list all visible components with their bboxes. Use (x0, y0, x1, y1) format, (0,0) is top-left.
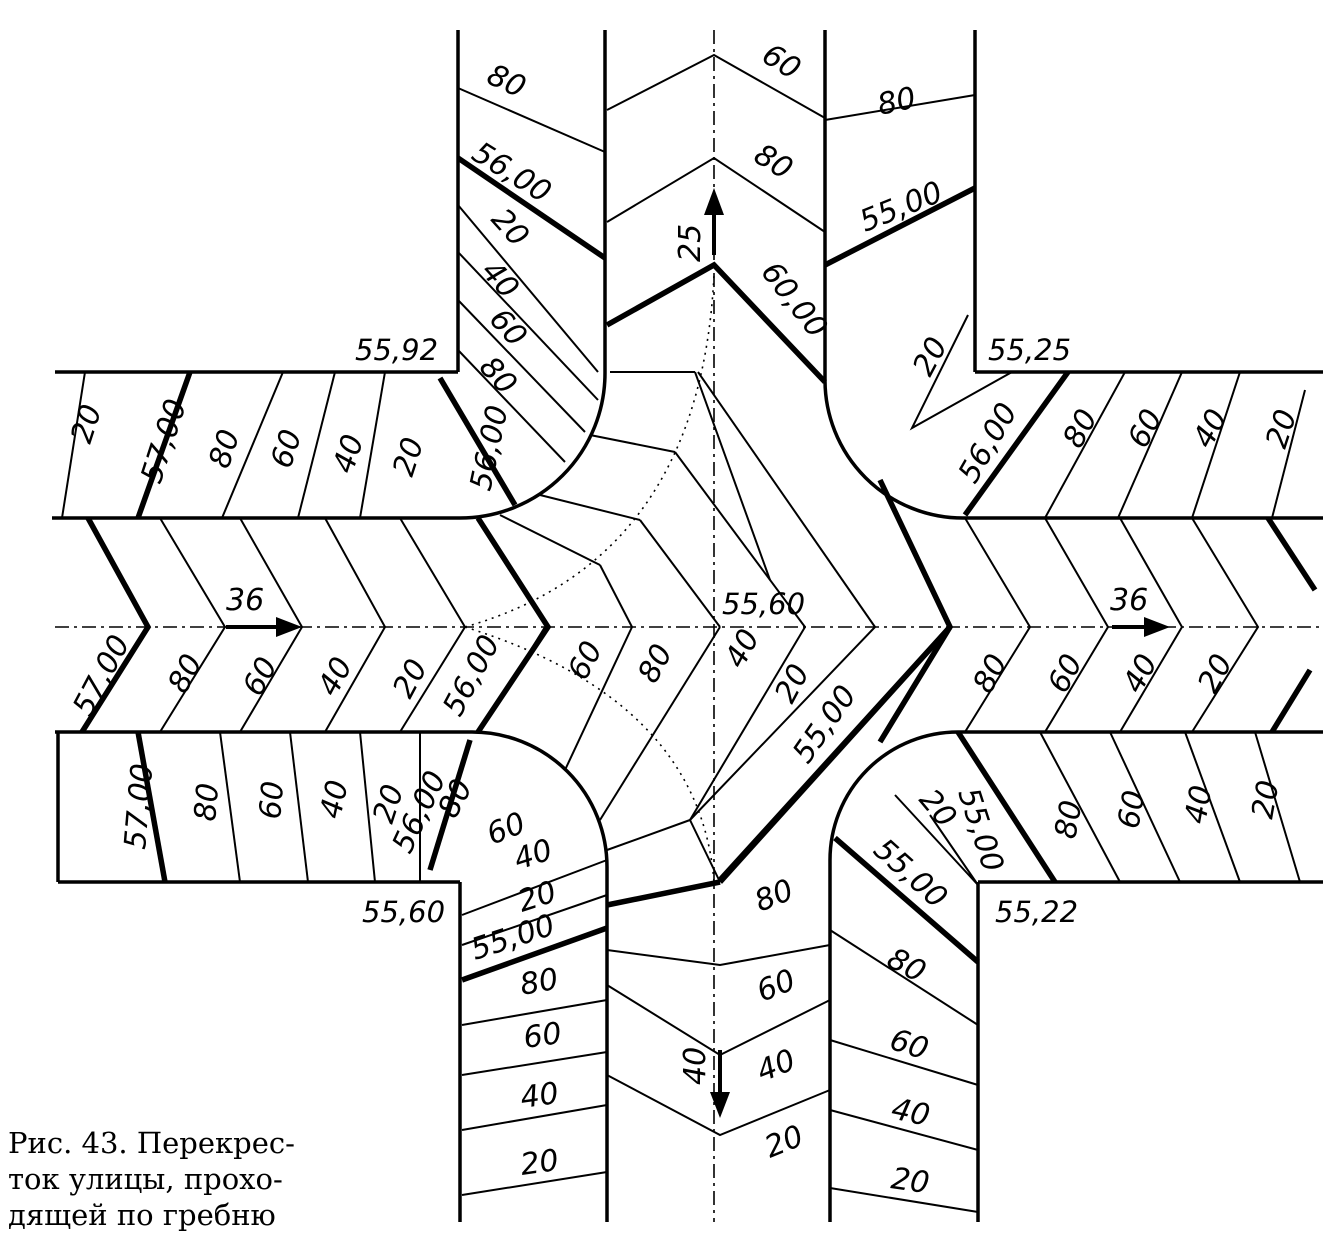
label-s-mid-0: 80 (750, 873, 799, 920)
south-arm-contours (461, 625, 980, 1213)
caption-line-3: дящей по гребню (8, 1198, 276, 1232)
label-n-right-0: 80 (874, 81, 919, 123)
elevation-se: 55,22 (995, 895, 1078, 929)
label-e-top-2: 60 (1121, 404, 1170, 454)
figure-caption: Рис. 43. Перекрес- ток улицы, прохо- дящ… (8, 1125, 348, 1233)
elevation-sw: 55,60 (362, 895, 445, 929)
label-s-right-3: 40 (888, 1092, 933, 1134)
label-w-top-1: 57,00 (134, 395, 194, 488)
label-e-top-4: 20 (1259, 405, 1304, 452)
label-e-mid-3: 20 (1191, 649, 1240, 699)
slope-north: 25 (673, 224, 708, 262)
slope-values: 25 36 36 40 (226, 224, 1148, 1085)
label-e-mid-2: 40 (1116, 649, 1165, 699)
label-s-right-2: 60 (886, 1022, 933, 1067)
label-center-1: 80 (631, 639, 680, 689)
label-n-left-5: 80 (472, 350, 524, 402)
west-arrowhead (276, 617, 302, 637)
label-w-mid-4: 20 (386, 654, 435, 704)
road-edges (55, 30, 1323, 1222)
south-arrowhead (710, 1092, 730, 1118)
label-e-mid-1: 60 (1041, 649, 1090, 699)
label-w-mid-0: 57,00 (66, 629, 137, 721)
label-s-right-1: 80 (881, 941, 931, 990)
label-w-top-3: 60 (264, 425, 309, 472)
east-top-sidewalk-contours (909, 314, 1306, 519)
curbs (52, 30, 1323, 1222)
label-center-0: 60 (561, 636, 610, 686)
label-w-top-4: 40 (326, 430, 371, 477)
label-s-mid-1: 60 (752, 963, 801, 1010)
label-w-bot-1: 80 (188, 782, 226, 823)
east-bottom-sidewalk-contours (894, 730, 1301, 886)
label-s-right-4: 20 (889, 1161, 932, 1201)
slope-east: 36 (1110, 583, 1148, 618)
label-s-left-4: 55,00 (467, 908, 560, 968)
caption-line-1: Рис. 43. Перекрес- (8, 1126, 295, 1160)
label-center-3: 20 (768, 659, 817, 709)
label-n-left-4: 60 (482, 302, 534, 354)
slope-west: 36 (226, 583, 264, 618)
label-e-bot-3: 20 (1245, 778, 1286, 822)
label-s-left-6: 60 (521, 1016, 564, 1056)
dotted-arcs (464, 274, 715, 883)
label-n-mid-2: 60,00 (754, 255, 834, 344)
label-w-top-2: 80 (202, 425, 247, 472)
north-arrowhead (704, 188, 724, 215)
label-s-left-8: 20 (518, 1143, 561, 1183)
label-w-bot-3: 40 (314, 777, 356, 822)
label-n-left-3: 40 (474, 254, 526, 306)
label-w-mid-2: 60 (236, 652, 285, 702)
label-n-mid-1: 80 (748, 137, 799, 187)
label-e-bot-0: 80 (1048, 798, 1089, 842)
elevation-ne: 55,25 (988, 333, 1071, 367)
label-n-right-1: 55,00 (855, 175, 948, 240)
label-ne-inner-0: 20 (906, 332, 955, 382)
label-w-top-0: 20 (64, 400, 109, 447)
label-e-bot-2: 40 (1178, 783, 1219, 827)
label-w-top-6: 56,00 (464, 402, 516, 493)
elevation-nw: 55,92 (355, 333, 438, 367)
elevation-center: 55,60 (722, 587, 805, 621)
caption-line-2: ток улицы, прохо- (8, 1162, 283, 1196)
west-top-sidewalk-contours (61, 371, 518, 519)
label-s-left-5: 80 (517, 962, 561, 1003)
label-w-mid-3: 40 (311, 652, 360, 702)
label-e-top-1: 80 (1056, 404, 1105, 454)
slope-south: 40 (678, 1047, 713, 1085)
label-w-bot-2: 60 (253, 780, 291, 821)
label-center-2: 40 (718, 624, 767, 674)
label-n-left-1: 56,00 (466, 135, 557, 210)
label-e-bot-1: 60 (1111, 788, 1152, 832)
north-arm-contours (456, 53, 977, 463)
label-s-mid-2: 40 (752, 1043, 801, 1090)
corner-elevations: 55,92 55,25 55,60 55,22 55,60 (355, 333, 1078, 929)
label-s-left-7: 40 (518, 1076, 561, 1116)
label-w-top-5: 20 (386, 433, 431, 480)
contour-labels: 20 57,00 80 60 40 20 56,00 57,00 80 60 4… (64, 37, 1304, 1201)
west-bottom-sidewalk-contours (135, 731, 473, 883)
label-w-bot-0: 57,00 (118, 762, 160, 851)
label-w-mid-1: 80 (161, 649, 210, 699)
label-e-mid-0: 80 (966, 649, 1015, 699)
east-arrowhead (1144, 617, 1170, 637)
slope-arrows (226, 188, 1170, 1118)
label-n-left-0: 80 (482, 58, 531, 106)
label-n-mid-0: 60 (756, 37, 807, 87)
label-s-mid-3: 20 (760, 1119, 809, 1166)
